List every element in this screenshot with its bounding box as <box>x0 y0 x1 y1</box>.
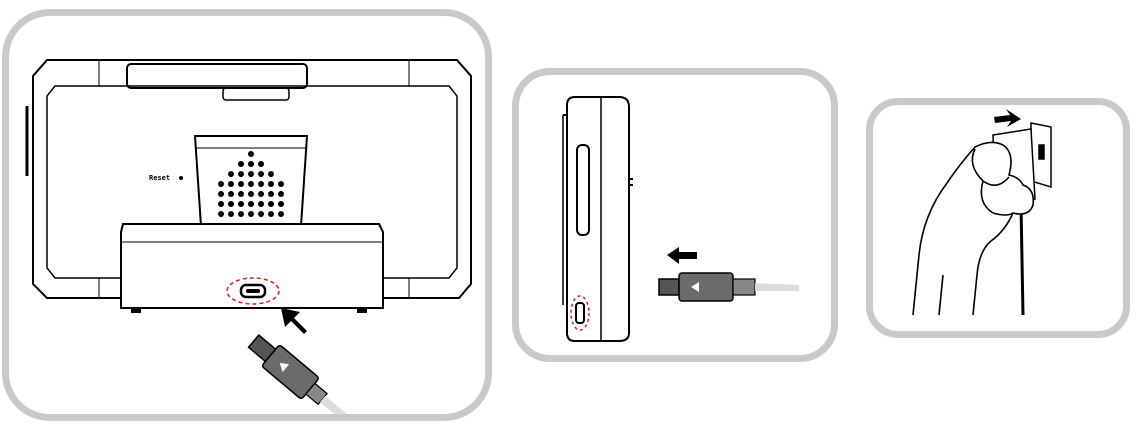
grille-hole <box>278 181 284 187</box>
grille-hole <box>218 201 224 207</box>
grille-hole <box>258 191 264 197</box>
insert-arrow-icon <box>667 247 697 264</box>
usb-port-icon <box>226 277 280 305</box>
grille-hole <box>248 201 254 207</box>
wall-outlet-icon <box>1030 122 1052 189</box>
grille-hole <box>268 171 274 177</box>
grille-hole <box>218 211 224 217</box>
grille-hole <box>228 171 234 177</box>
reset-label: Reset <box>149 174 170 182</box>
side-usb-connection-panel <box>512 68 838 362</box>
grille-hole <box>258 181 264 187</box>
grille-hole <box>248 171 254 177</box>
grille-hole <box>258 171 264 177</box>
grille-hole <box>268 191 274 197</box>
reset-button: Reset <box>149 174 183 182</box>
insert-arrow-icon <box>994 109 1021 127</box>
grille-hole <box>268 211 274 217</box>
grille-hole <box>238 181 244 187</box>
dock-usb-connection-panel: Reset <box>2 9 492 421</box>
grille-hole <box>248 181 254 187</box>
side-usb-connection-illustration <box>562 96 799 342</box>
grille-hole <box>218 191 224 197</box>
grille-hole <box>268 201 274 207</box>
usb-port-icon <box>570 295 590 331</box>
grille-hole <box>228 201 234 207</box>
grille-hole <box>238 171 244 177</box>
device-side-view <box>562 96 633 342</box>
grille-hole <box>238 211 244 217</box>
grille-hole <box>268 181 274 187</box>
grille-hole <box>228 211 234 217</box>
grille-hole <box>238 201 244 207</box>
grille-hole <box>278 211 284 217</box>
grille-hole <box>228 181 234 187</box>
grille-hole <box>238 161 244 167</box>
dock-usb-connection-illustration: Reset <box>25 59 472 414</box>
grille-hole <box>258 211 264 217</box>
grille-hole <box>248 191 254 197</box>
grille-hole <box>248 161 254 167</box>
hand-icon <box>912 141 1035 316</box>
usb-plug-icon <box>658 272 799 302</box>
grille-hole <box>248 211 254 217</box>
grille-hole <box>238 191 244 197</box>
charging-dock <box>120 223 384 313</box>
usb-plug-icon <box>247 333 356 414</box>
photo-frame-back <box>25 59 472 299</box>
stand-speaker-grille-icon <box>193 135 309 227</box>
wall-adapter-connection-illustration <box>912 109 1052 316</box>
grille-hole <box>258 201 264 207</box>
grille-hole <box>228 191 234 197</box>
grille-hole <box>278 201 284 207</box>
grille-hole <box>258 161 264 167</box>
grille-hole <box>248 151 254 157</box>
grille-hole <box>278 191 284 197</box>
insert-arrow-icon <box>281 308 307 334</box>
wall-adapter-connection-panel <box>866 98 1130 338</box>
grille-hole <box>218 181 224 187</box>
